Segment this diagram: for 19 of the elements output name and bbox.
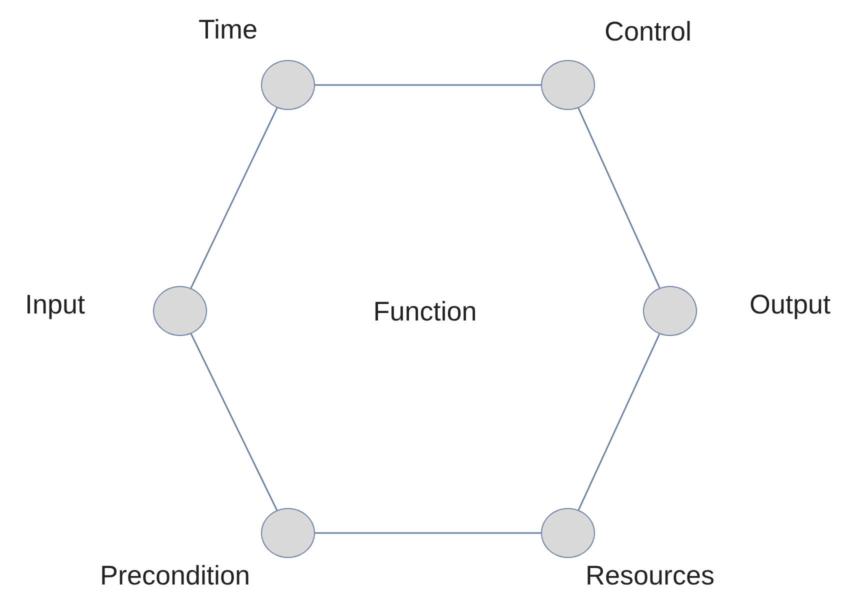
connector-line (315, 84, 541, 86)
connector-line (315, 532, 541, 534)
node-label: Precondition (100, 560, 250, 590)
node-label: Time (198, 14, 258, 46)
node-label: Control (604, 16, 692, 48)
connector-line (190, 333, 278, 511)
node-label: Output (749, 290, 831, 320)
connector-line (190, 108, 278, 288)
circle-node (261, 60, 315, 110)
circle-node (261, 508, 315, 558)
node-label: Resources (585, 560, 715, 590)
circle-node (153, 286, 207, 336)
center-label: Function (373, 296, 477, 328)
circle-node (541, 60, 595, 110)
connector-line (578, 108, 660, 288)
circle-node (541, 508, 595, 558)
circle-node (643, 286, 697, 336)
node-label: Input (24, 290, 86, 320)
connector-line (578, 334, 660, 510)
